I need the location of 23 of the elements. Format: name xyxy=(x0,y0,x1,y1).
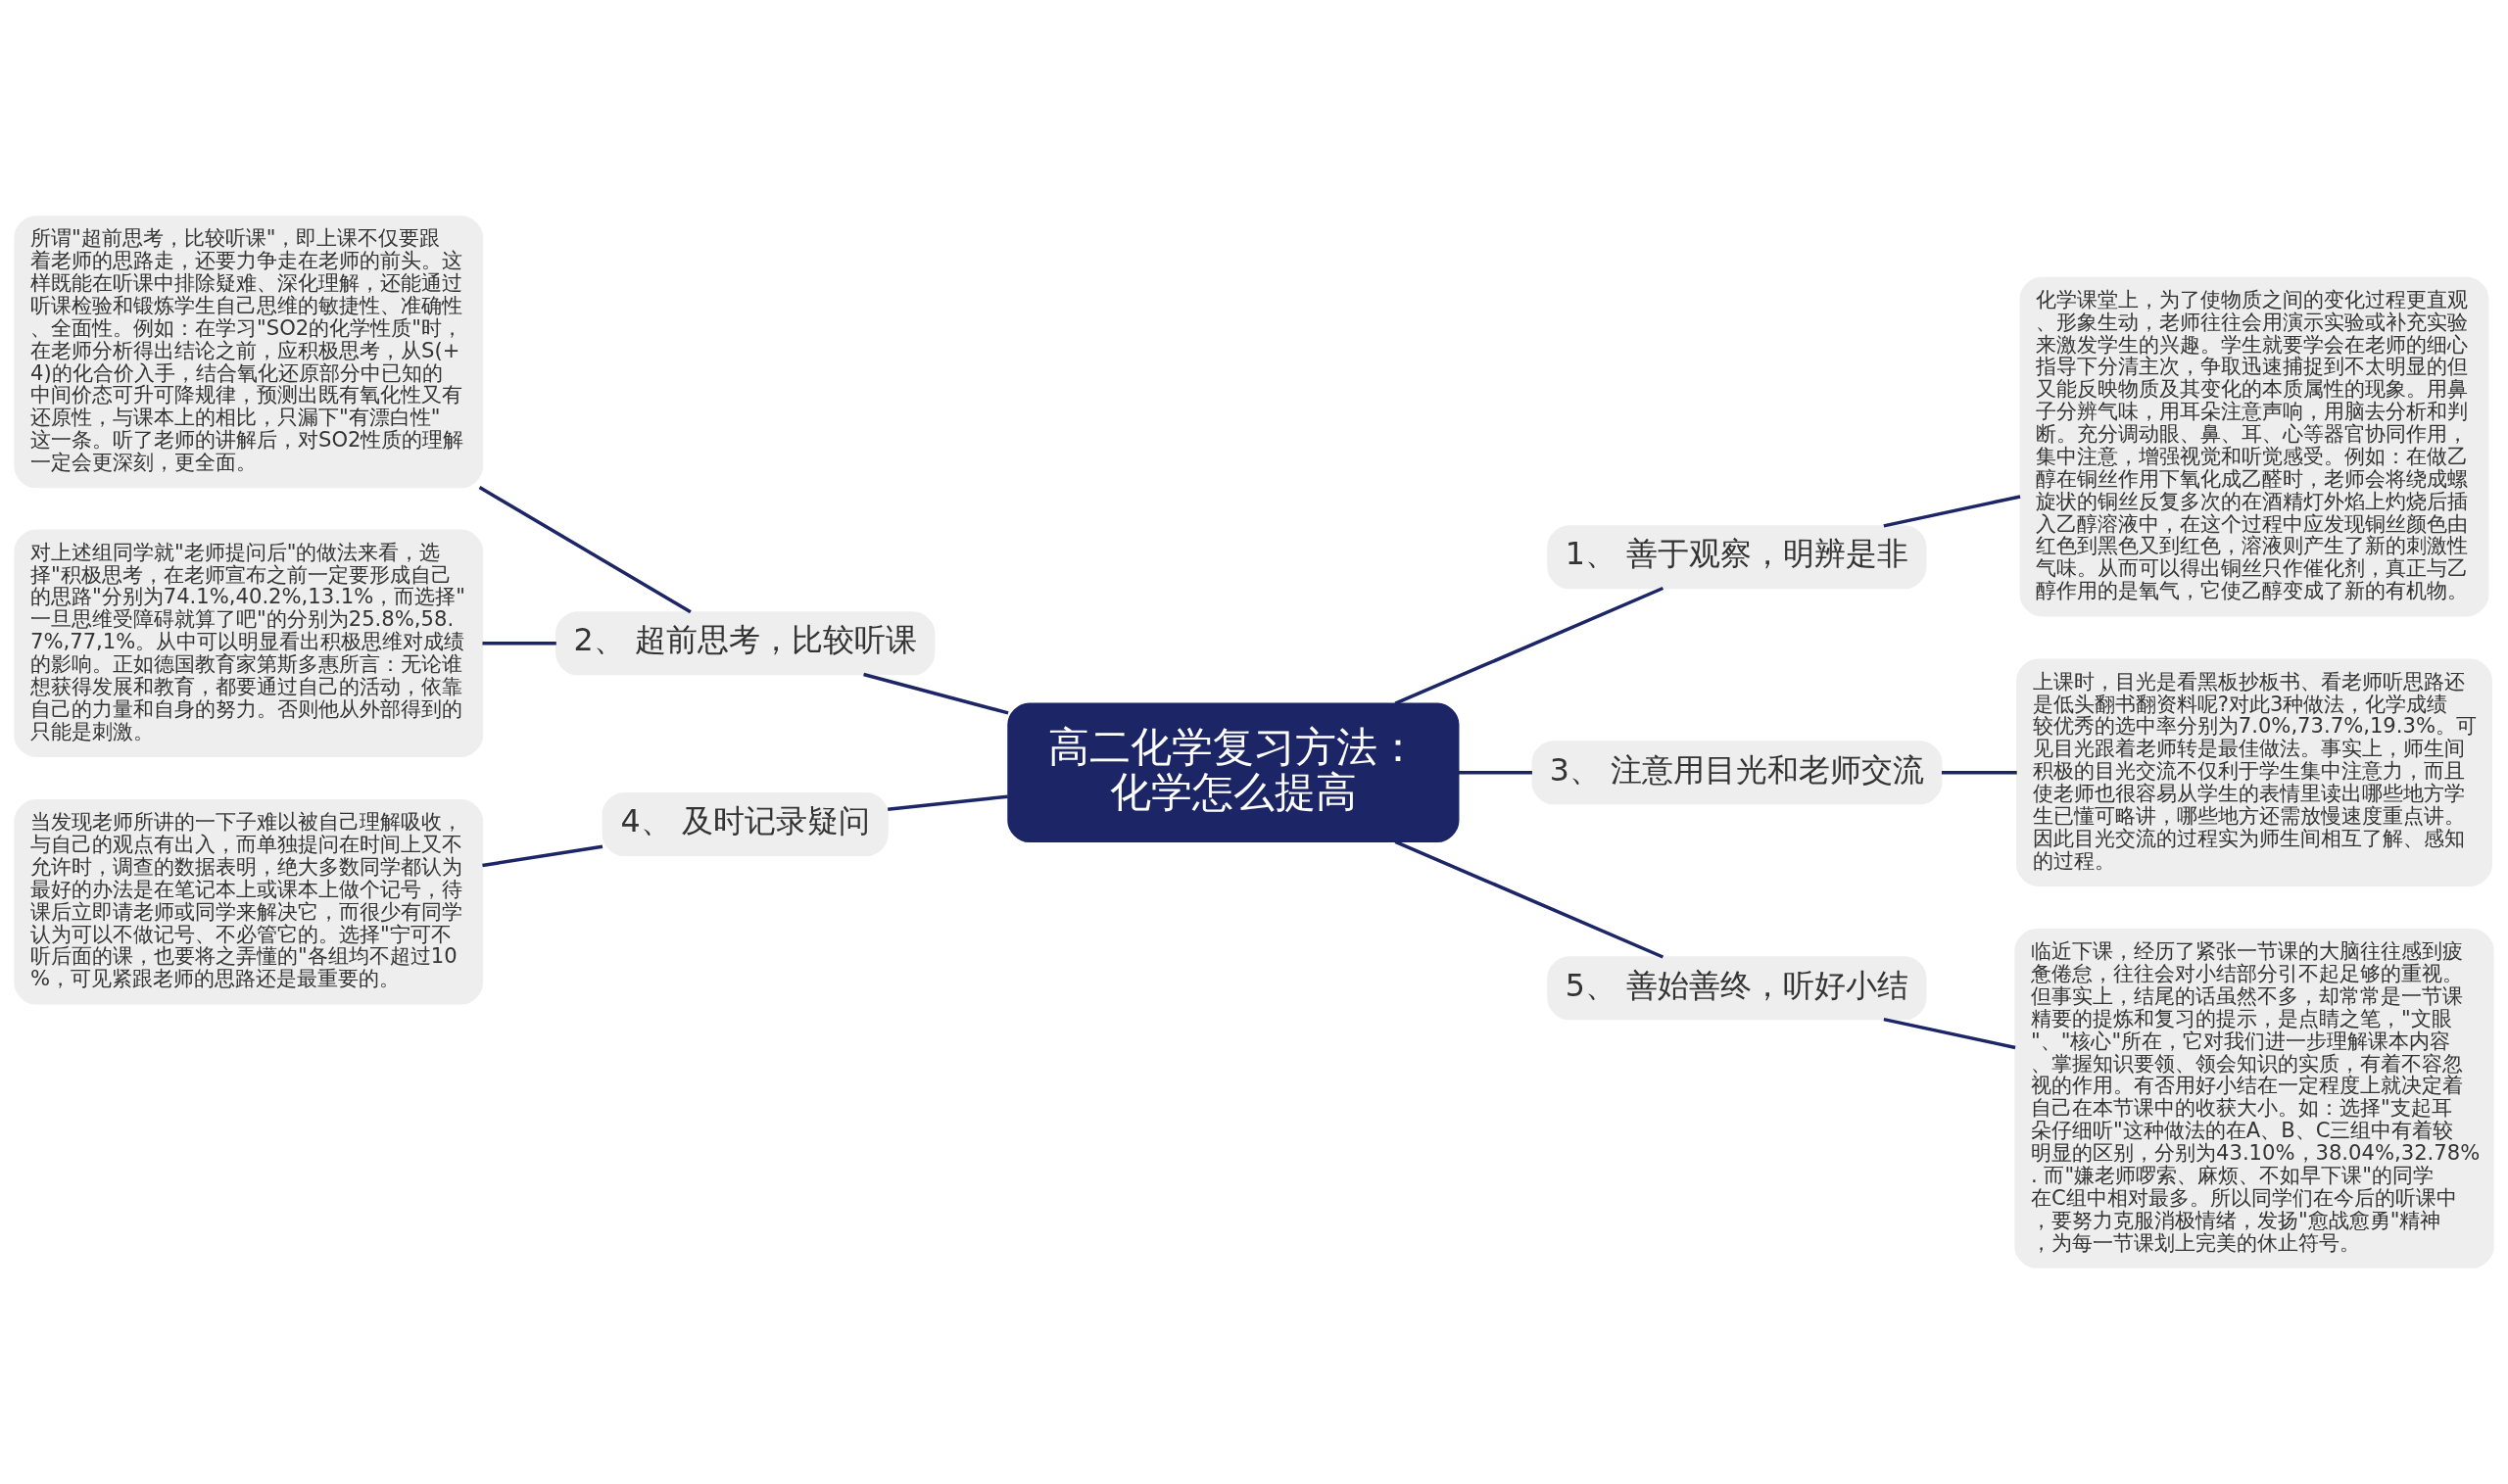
connector xyxy=(482,641,556,646)
node-box: 1、 善于观察，明辨是非 xyxy=(1547,525,1927,590)
connector xyxy=(1942,771,2017,775)
node-box: 所谓"超前思考，比较听课"，即上课不仅要跟着老师的思路走，还要力争走在老师的前头。这样既能在听课中排除疑难、深化理解，还能通过听课检验和锻炼学生自己思维的敏捷性、准确性、全面性。例如：在学习"SO2的化学性质"时，在老师分析得出结论之前，应积极思考，从S(+4)的化合价入手，结合氧化还原部分中已知的中间价态可升可降规律，预测出既有氧化性又有还原性，与课本上的相比，只漏下"有漂白性"这一条。听了老师的讲解后，对SO2性质的理解一定会更深刻，更全面。 xyxy=(14,215,484,489)
node-box: 当发现老师所讲的一下子难以被自己理解吸收，与自己的观点有出入，而单独提问在时间上又不允许时，调查的数据表明，绝大多数同学都认为最好的办法是在笔记本上或课本上做个记号，待课后立即请老师或同学来解决它，而很少有同学认为可以不做记号、不必管它的。选择"宁可不听后面的课，也要将之弄懂的"各组均不超过10%，可见紧跟老师的思路还是最重要的。 xyxy=(14,799,484,1005)
connector xyxy=(1883,1017,2016,1050)
node-box: 2、 超前思考，比较听课 xyxy=(555,611,936,676)
node-box: 高二化学复习方法：化学怎么提高 xyxy=(1007,702,1460,843)
node-box: 3、 注意用目光和老师交流 xyxy=(1531,741,1943,805)
node-box: 化学课堂上，为了使物质之间的变化过程更直观、形象生动，老师往往会用演示实验或补充实验来激发学生的兴趣。学生就要学会在老师的细心指导下分清主次，争取迅速捕捉到不太明显的但又能反映物质及其变化的本质属性的现象。用鼻子分辨气味，用耳朵注意声响，用脑去分析和判断。充分调动眼、鼻、耳、心等器官协同作用，集中注意，增强视觉和听觉感受。例如：在做乙醇在铜丝作用下氧化成乙醛时，老师会将绕成螺旋状的铜丝反复多次的在酒精灯外焰上灼烧后插入乙醇溶液中，在这个过程中应发现铜丝颜色由红色到黑色又到红色，溶液则产生了新的刺激性气味。从而可以得出铜丝只作催化剂，真正与乙醇作用的是氧气，它使乙醇变成了新的有机物。 xyxy=(2019,276,2489,617)
connector xyxy=(1394,839,1664,959)
connector xyxy=(482,844,603,868)
connector xyxy=(888,794,1008,811)
connector xyxy=(1459,771,1532,775)
node-box: 对上述组同学就"老师提问后"的做法来看，选择"积极思考，在老师宣布之前一定要形成自己的思路"分别为74.1%,40.2%,13.1%，而选择"一旦思维受障碍就算了吧"的分别为25.8%,58.7%,77,1%。从中可以明显看出积极思维对成绩的影响。正如德国教育家第斯多惠所言：无论谁想获得发展和教育，都要通过自己的活动，依靠自己的力量和自身的努力。否则他从外部得到的只能是刺激。 xyxy=(14,529,484,757)
connector xyxy=(863,672,1009,715)
node-box: 5、 善始善终，听好小结 xyxy=(1547,956,1927,1021)
connector xyxy=(478,486,692,614)
connector xyxy=(1394,586,1664,705)
node-box: 4、 及时记录疑问 xyxy=(602,792,889,857)
node-box: 临近下课，经历了紧张一节课的大脑往往感到疲惫倦怠，往往会对小结部分引不起足够的重视。但事实上，结尾的话虽然不多，却常常是一节课精要的提炼和复习的提示，是点睛之笔，"文眼"、"核心"所在，它对我们进一步理解课本内容、掌握知识要领、领会知识的实质，有着不容忽视的作用。有否用好小结在一定程度上就决定着自己在本节课中的收获大小。如：选择"支起耳朵仔细听"这种做法的在A、B、C三组中有着较明显的区别，分别为43.10%，38.04%,32.78%. 而"嫌老师啰索、麻烦、不如早下课"的同学在C组中相对最多。所以同学们在今后的听课中，要努力克服消极情绪，发扬"愈战愈勇"精神，为每一节课划上完美的休止符号。 xyxy=(2014,929,2494,1269)
node-box: 上课时，目光是看黑板抄板书、看老师听思路还是低头翻书翻资料呢?对此3种做法，化学成绩较优秀的选中率分别为7.0%,73.7%,19.3%。可见目光跟着老师转是最佳做法。事实上，师生间积极的目光交流不仅利于学生集中注意力，而且使老师也很容易从学生的表情里读出哪些地方学生已懂可略讲，哪些地方还需放慢速度重点讲。因此目光交流的过程实为师生间相互了解、感知的过程。 xyxy=(2016,658,2492,886)
connector xyxy=(1883,495,2021,528)
